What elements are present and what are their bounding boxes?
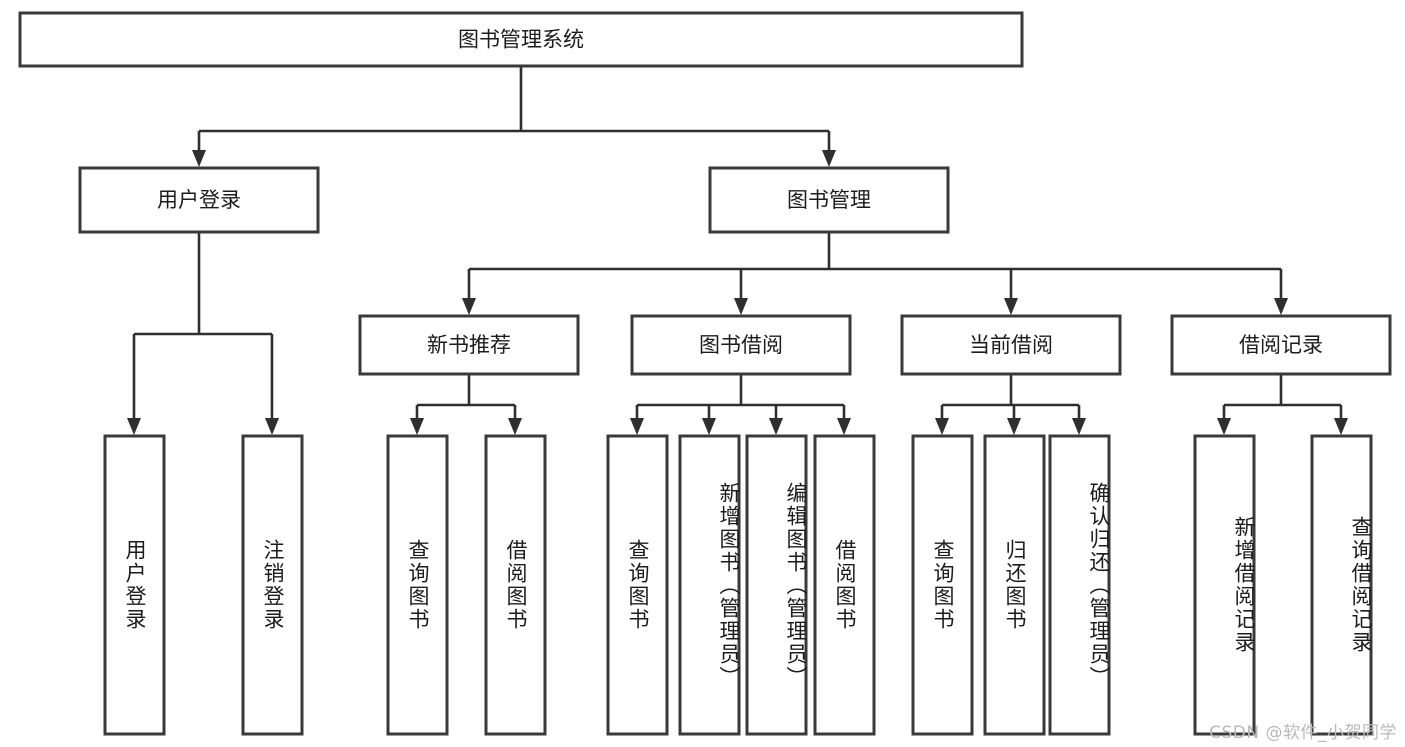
node-user-login-label: 用户登录 <box>157 188 241 212</box>
node-leaf-user-login-box[interactable] <box>103 434 166 736</box>
connector-root_to_level2 <box>197 66 831 153</box>
connector-current_borrow_to_leaves <box>940 374 1081 421</box>
node-leaf-borrow-book-2-box[interactable] <box>813 434 876 736</box>
connector-book_mgmt_to_level3 <box>467 232 1283 301</box>
watermark-text: CSDN @软件_小贺同学 <box>1209 723 1397 743</box>
node-root-box[interactable] <box>18 11 1024 68</box>
connector-borrow_record_to_leaves <box>1222 374 1343 421</box>
arrow-head-icon <box>935 418 949 435</box>
arrow-head-icon <box>630 418 644 435</box>
node-leaf-query-book-2-box[interactable] <box>606 434 669 736</box>
arrow-head-icon <box>192 150 206 167</box>
node-borrow-record-box[interactable] <box>1170 314 1392 376</box>
arrow-head-icon <box>822 150 836 167</box>
arrow-head-icon <box>1007 418 1021 435</box>
node-book-borrow-label: 图书借阅 <box>699 333 783 357</box>
node-book-borrow-box[interactable] <box>630 314 852 376</box>
connector-new_book_to_leaves <box>415 374 517 421</box>
arrow-head-icon <box>837 418 851 435</box>
node-current-borrow-label: 当前借阅 <box>969 333 1053 357</box>
node-leaf-return-book-box[interactable] <box>983 434 1046 736</box>
node-leaf-add-book-admin-box[interactable] <box>678 434 741 736</box>
connector-layer <box>127 66 1348 435</box>
arrow-head-icon <box>1004 298 1018 315</box>
arrow-head-icon <box>769 418 783 435</box>
node-leaf-query-book-3-box[interactable] <box>911 434 974 736</box>
node-leaf-confirm-return-admin-box[interactable] <box>1048 434 1111 736</box>
connector-user_login_to_leaves <box>132 232 274 421</box>
connector-book_borrow_to_leaves <box>635 374 846 421</box>
node-root-label: 图书管理系统 <box>458 28 584 52</box>
node-book-management-label: 图书管理 <box>787 188 871 212</box>
node-user-login-box[interactable] <box>78 166 320 234</box>
node-leaf-add-borrow-record-box[interactable] <box>1193 434 1256 736</box>
arrow-head-icon <box>265 418 279 435</box>
node-leaf-query-book-1-box[interactable] <box>386 434 449 736</box>
arrow-head-icon <box>508 418 522 435</box>
arrow-head-icon <box>462 298 476 315</box>
arrow-head-icon <box>1072 418 1086 435</box>
node-leaf-user-logout-box[interactable] <box>241 434 304 736</box>
node-leaf-borrow-book-1-box[interactable] <box>484 434 547 736</box>
arrow-head-icon <box>127 418 141 435</box>
arrow-head-icon <box>410 418 424 435</box>
arrow-head-icon <box>1274 298 1288 315</box>
node-leaf-edit-book-admin-box[interactable] <box>745 434 808 736</box>
node-borrow-record-label: 借阅记录 <box>1239 333 1323 357</box>
node-book-management-box[interactable] <box>708 166 950 234</box>
arrow-head-icon <box>702 418 716 435</box>
node-box-layer <box>18 11 1392 736</box>
node-leaf-query-borrow-record-box[interactable] <box>1310 434 1373 736</box>
arrow-head-icon <box>1217 418 1231 435</box>
arrow-head-icon <box>1334 418 1348 435</box>
node-current-borrow-box[interactable] <box>900 314 1122 376</box>
arrow-head-icon <box>734 298 748 315</box>
node-new-book-recommend-box[interactable] <box>358 314 580 376</box>
node-new-book-recommend-label: 新书推荐 <box>427 333 511 357</box>
